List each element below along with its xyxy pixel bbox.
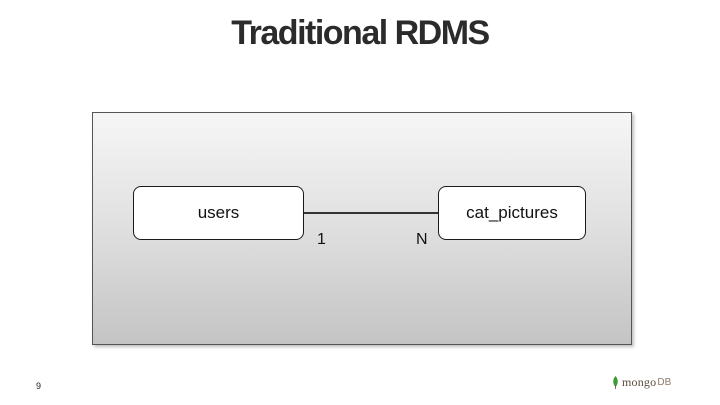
cardinality-many: N bbox=[416, 231, 428, 248]
cardinality-one: 1 bbox=[317, 231, 326, 248]
mongodb-logo: mongo DB bbox=[612, 374, 671, 390]
entity-users-label: users bbox=[197, 203, 240, 222]
entity-cat-pictures: cat_pictures bbox=[438, 186, 586, 240]
leaf-icon bbox=[613, 375, 618, 389]
slide-title: Traditional RDMS bbox=[231, 14, 490, 52]
page-number: 9 bbox=[36, 381, 42, 391]
entity-cat-pictures-label: cat_pictures bbox=[466, 203, 558, 222]
diagram-panel: users cat_pictures 1 N bbox=[92, 112, 632, 345]
logo-text-suffix: DB bbox=[657, 376, 672, 388]
logo-text: mongo bbox=[622, 374, 657, 389]
entity-users: users bbox=[133, 186, 304, 240]
relation-line bbox=[304, 212, 438, 214]
